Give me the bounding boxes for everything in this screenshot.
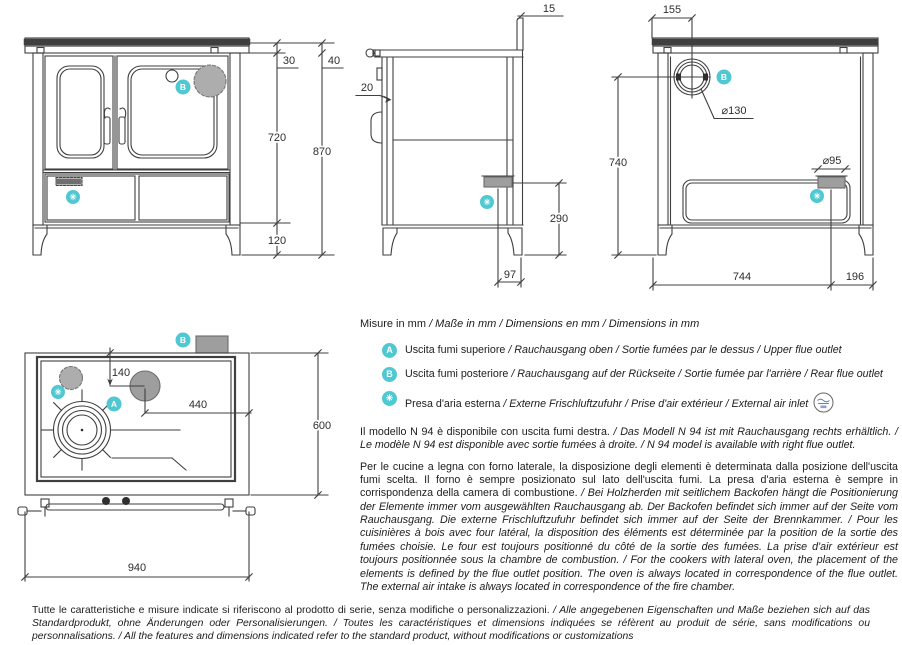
legend-item-air-inlet: ✳ Presa d'aria esterna / Externe Frischl…: [360, 390, 898, 413]
dim-top-440: 440: [189, 399, 207, 411]
leg: [657, 224, 673, 256]
oven-handle: [370, 111, 383, 144]
firebox-door: [44, 55, 114, 170]
dim-side-20: 20: [361, 82, 373, 94]
leg: [858, 224, 874, 256]
units-primary: Misure in mm: [360, 318, 427, 330]
external-air-inlet: [483, 176, 513, 188]
model-availability-note: Il modello N 94 è disponibile con uscita…: [360, 425, 898, 452]
cooking-rings: [41, 389, 187, 471]
dim-back-744: 744: [733, 271, 751, 283]
front-view-drawing: 30 40 720 870 120 B ✳: [23, 37, 344, 259]
dim-back-d95: ⌀95: [823, 155, 842, 167]
towel-rail: [17, 497, 256, 517]
dim-back-196: 196: [846, 271, 864, 283]
svg-text:A: A: [111, 399, 117, 409]
marker-rear-flue: B: [175, 79, 191, 95]
svg-text:✳: ✳: [813, 191, 821, 201]
drawer: [46, 175, 136, 221]
svg-text:✳: ✳: [483, 197, 491, 207]
dim-side-97: 97: [504, 269, 516, 281]
marker-air-inlet: ✳: [66, 190, 80, 204]
marker-upper-flue: A: [106, 396, 122, 412]
leg: [507, 227, 523, 256]
side-view-drawing: 15 20 290 97 ✳: [355, 1, 570, 288]
door-handle: [103, 107, 111, 119]
back-view-drawing: 155 ⌀130 740 ⌀95 744 196 B ✳: [607, 2, 880, 291]
oven-door: [116, 55, 229, 170]
leg: [225, 224, 241, 256]
dim-front-40: 40: [328, 55, 340, 67]
rear-flue-badge: B: [382, 366, 397, 382]
rear-flue-box: [195, 335, 229, 354]
dim-front-870: 870: [313, 146, 331, 158]
marker-rear-flue: B: [175, 332, 191, 348]
dim-side-290: 290: [550, 213, 568, 225]
marker-air-inlet: ✳: [480, 195, 494, 209]
external-air-system-logo-icon: [813, 392, 834, 413]
marker-rear-flue: B: [716, 69, 732, 85]
svg-text:B: B: [721, 72, 727, 82]
drawer: [138, 175, 228, 221]
external-air-inlet: [817, 176, 846, 189]
marker-air-inlet: ✳: [51, 385, 65, 399]
air-inlet-location-mark: [58, 365, 84, 391]
air-inlet-badge: ✳: [382, 390, 397, 406]
units-translations: / Maße in mm / Dimensions en mm / Dimens…: [426, 318, 700, 330]
rail-knob: [365, 48, 375, 58]
dim-back-740: 740: [609, 157, 627, 169]
dim-back-d130: ⌀130: [722, 105, 747, 117]
svg-text:✳: ✳: [69, 192, 77, 202]
legend-item-upper-flue: A Uscita fumi superiore / Rauchausgang o…: [360, 342, 898, 358]
rear-flue-location-mark: [193, 64, 227, 98]
legend-label: Presa d'aria esterna / Externe Frischluf…: [405, 391, 834, 413]
svg-text:✳: ✳: [54, 387, 62, 397]
legend-label: Uscita fumi posteriore / Rauchausgang au…: [405, 367, 883, 380]
units-note: Misure in mm / Maße in mm / Dimensions e…: [360, 318, 898, 332]
dim-side-15: 15: [543, 3, 555, 15]
dim-back-155: 155: [663, 4, 681, 16]
leg: [32, 224, 48, 256]
dim-top-600: 600: [313, 420, 331, 432]
svg-text:B: B: [180, 82, 186, 92]
leg: [382, 227, 398, 256]
door-handle: [119, 107, 127, 119]
layout-note: Per le cucine a legna con forno laterale…: [360, 460, 898, 593]
dim-front-30: 30: [283, 55, 295, 67]
marker-air-inlet: ✳: [810, 189, 824, 203]
standard-product-disclaimer: Tutte le caratteristiche e misure indica…: [32, 605, 871, 643]
svg-text:B: B: [180, 335, 186, 345]
notes-column: Misure in mm / Maße in mm / Dimensions e…: [360, 318, 898, 602]
upper-flue-badge: A: [382, 342, 397, 358]
top-view-drawing: 140 440 600 940 B A ✳: [17, 332, 333, 582]
dim-front-720: 720: [268, 132, 286, 144]
dim-top-940: 940: [128, 562, 146, 574]
back-upstand: [516, 17, 524, 51]
door-latch: [376, 67, 383, 81]
legend-label: Uscita fumi superiore / Rauchausgang obe…: [405, 343, 842, 356]
dim-top-140: 140: [112, 367, 130, 379]
legend-item-rear-flue: B Uscita fumi posteriore / Rauchausgang …: [360, 366, 898, 382]
oven-thermometer: [165, 69, 179, 83]
dim-front-120: 120: [268, 235, 286, 247]
